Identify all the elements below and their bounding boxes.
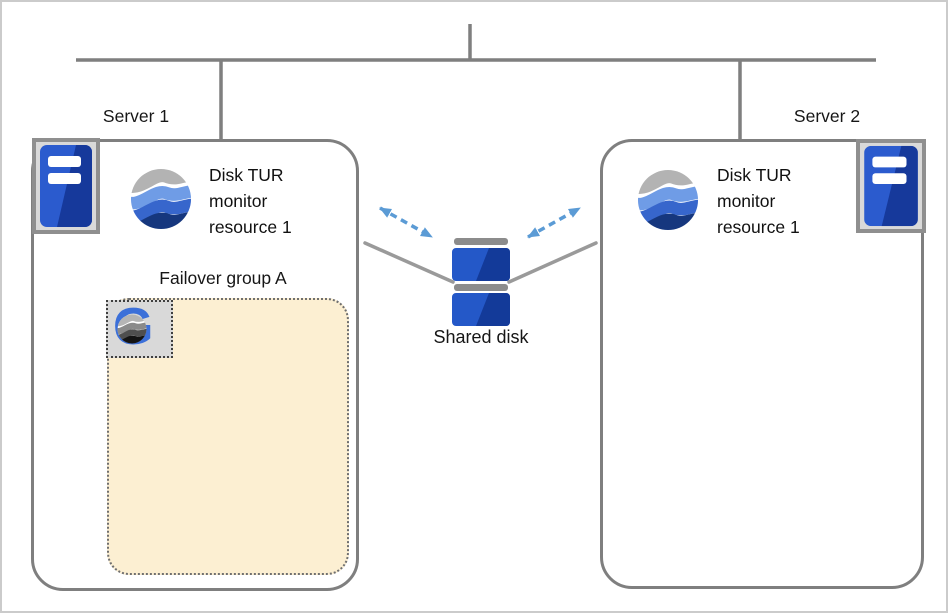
- server-tower-icon: [40, 145, 92, 227]
- server2-heartbeat-arrow-icon: [527, 206, 581, 239]
- monitor-label-line: resource 1: [717, 217, 800, 237]
- server2-label: Server 2: [793, 106, 861, 126]
- server1-tower-icon: [32, 138, 100, 234]
- monitor-label-line: monitor: [717, 191, 776, 211]
- disk-cap: [454, 238, 508, 245]
- disk-cap: [454, 284, 508, 291]
- server2-monitor-resource-label: Disk TUR monitor resource 1: [717, 162, 800, 240]
- server1-disk-connector-line: [363, 241, 455, 284]
- failover-group-label: Failover group A: [159, 268, 287, 288]
- server1-monitor-wave-sphere-icon: [130, 168, 192, 230]
- server1-label: Server 1: [102, 106, 170, 126]
- shared-disk-label: Shared disk: [433, 327, 529, 347]
- monitor-label-line: resource 1: [209, 217, 292, 237]
- server1-heartbeat-arrow-icon: [379, 206, 433, 239]
- monitor-label-line: Disk TUR: [209, 165, 284, 185]
- server2-disk-connector-line: [507, 241, 598, 284]
- monitor-label-line: Disk TUR: [717, 165, 792, 185]
- monitor-label-line: monitor: [209, 191, 268, 211]
- failover-group-icon: G: [106, 300, 173, 358]
- group-wave-sphere-icon: [117, 314, 147, 344]
- server2-tower-icon: [856, 139, 926, 233]
- server1-monitor-resource-label: Disk TUR monitor resource 1: [209, 162, 292, 240]
- shared-disk-icon: [452, 238, 510, 326]
- server2-monitor-wave-sphere-icon: [637, 169, 699, 231]
- server-tower-icon: [864, 145, 918, 227]
